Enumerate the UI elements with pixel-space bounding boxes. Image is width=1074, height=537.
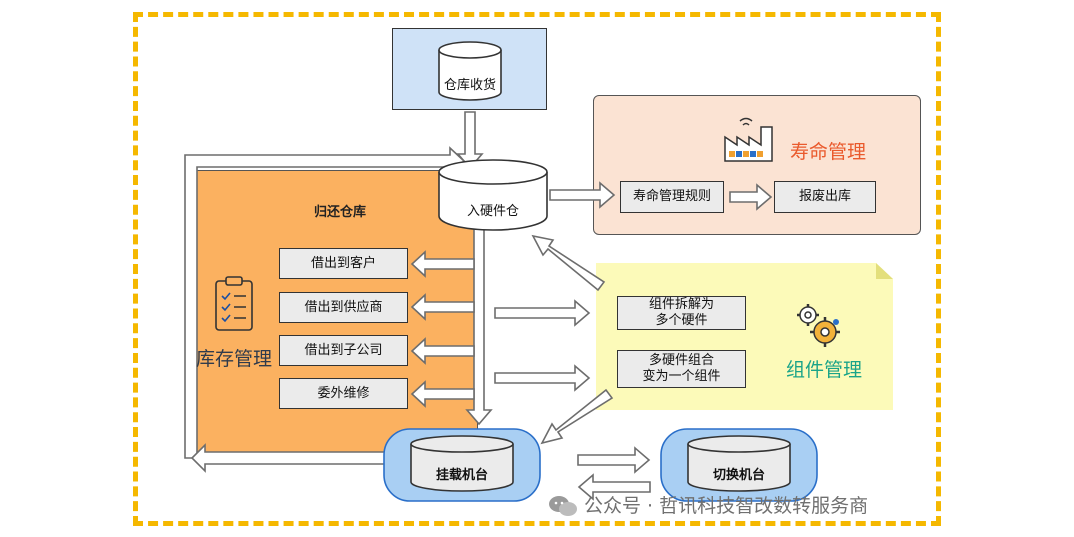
- disassemble-line-1: 组件拆解为: [648, 297, 714, 312]
- lifecycle-title: 寿命管理: [790, 141, 867, 163]
- lifecycle-rules-box: 寿命管理规则: [620, 181, 724, 213]
- inventory-item: 借出到客户: [279, 248, 408, 279]
- mount-platform-database-icon: [383, 428, 541, 502]
- combine-box: 多硬件组合 变为一个组件: [617, 350, 746, 388]
- inventory-item: 借出到供应商: [279, 292, 408, 323]
- hardware-warehouse-database-icon: [438, 159, 548, 231]
- inventory-item: 借出到子公司: [279, 335, 408, 366]
- receiving-label: 仓库收货: [443, 78, 496, 93]
- component-title: 组件管理: [786, 359, 863, 381]
- receiving-database-icon: [438, 41, 502, 101]
- clipboard-checklist-icon: [215, 276, 253, 331]
- factory-icon: [724, 117, 773, 162]
- inventory-item: 委外维修: [279, 378, 408, 409]
- disassemble-box: 组件拆解为 多个硬件: [617, 296, 746, 330]
- inventory-title: 库存管理: [196, 348, 273, 370]
- combine-line-2: 变为一个组件: [642, 369, 721, 384]
- hardware-warehouse-label: 入硬件仓: [466, 204, 519, 219]
- wechat-icon: [549, 496, 577, 516]
- scrap-box: 报废出库: [774, 181, 876, 213]
- watermark-text: 公众号 · 哲讯科技智改数转服务商: [584, 495, 869, 517]
- switch-platform-label: 切换机台: [712, 468, 765, 483]
- switch-platform-database-icon: [660, 428, 818, 502]
- return-warehouse-title: 归还仓库: [314, 205, 367, 220]
- disassemble-line-2: 多个硬件: [655, 313, 708, 328]
- diagram-frame: [133, 12, 941, 526]
- mount-platform-label: 挂载机台: [435, 468, 488, 483]
- gears-icon: [797, 304, 840, 347]
- combine-line-1: 多硬件组合: [648, 353, 714, 368]
